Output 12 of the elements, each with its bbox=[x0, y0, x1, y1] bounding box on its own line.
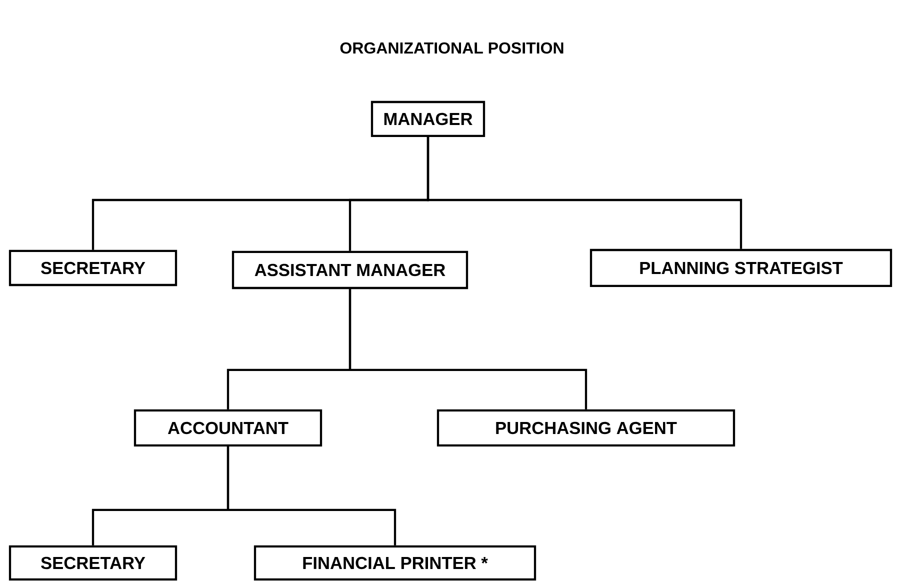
position-box: MANAGER bbox=[370, 100, 486, 138]
position-box: SECRETARY bbox=[8, 545, 178, 581]
position-box: FINANCIAL PRINTER * bbox=[254, 545, 536, 581]
position-box: PLANNING STRATEGIST bbox=[590, 248, 892, 288]
connector-line bbox=[426, 137, 742, 249]
position-box: ACCOUNTANT bbox=[134, 409, 322, 447]
title: ORGANIZATIONAL POSITION bbox=[340, 42, 564, 54]
connector-line bbox=[226, 446, 396, 546]
position-box: PURCHASING AGENT bbox=[436, 409, 736, 447]
position-box: SECRETARY bbox=[8, 250, 178, 286]
position-box: ASSISTANT MANAGER bbox=[232, 250, 468, 290]
connector-line bbox=[348, 289, 588, 410]
